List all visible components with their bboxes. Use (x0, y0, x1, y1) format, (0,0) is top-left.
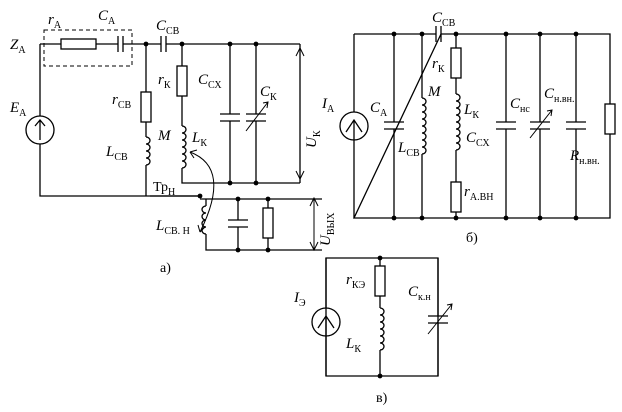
diagram-v: rКЭ IЭ Cк.н LК в) (293, 255, 453, 406)
label-ZA: ZА (10, 37, 26, 56)
label-rK: rК (158, 72, 171, 91)
label-Uvyx: UВЫХ (318, 212, 337, 246)
label-LSV: LСВ (105, 144, 128, 163)
a-lsvn-wire (205, 199, 322, 251)
label-LK: LК (191, 130, 207, 149)
label-b-Cnvn: Cн.вн. (544, 86, 574, 105)
label-M: M (157, 128, 172, 144)
b-source-arrow (345, 118, 363, 140)
v-source-arrow (317, 314, 335, 336)
a-output-capacitor (228, 219, 248, 228)
label-CSV: CСВ (156, 18, 180, 37)
a-inductor-LSV (145, 136, 151, 166)
b-capacitor-Cnvn (530, 34, 550, 218)
diagram-b: CСВ rК IА CА M LК Cнс Cн.вн. LСВ CСХ Rн.… (321, 10, 616, 246)
label-v-rKE: rКЭ (346, 272, 366, 291)
a-inductor-LK (181, 125, 187, 169)
label-CSX: CСХ (198, 72, 222, 91)
a-mutual-arrow (189, 151, 215, 233)
svg-text:UВЫХ: UВЫХ (318, 212, 337, 246)
caption-v: в) (376, 391, 388, 406)
label-b-CSV: CСВ (432, 10, 456, 29)
label-v-LK: LК (345, 336, 361, 355)
a-capacitor-CA (117, 36, 124, 52)
label-b-LSV: LСВ (397, 140, 420, 159)
b-resistor-rK (450, 47, 462, 79)
label-b-rK: rК (432, 56, 445, 75)
b-resistor-Rnvn (604, 103, 616, 135)
a-capacitor-CK (246, 113, 266, 122)
v-capacitor-Ckn (428, 258, 448, 376)
a-antenna-dashed-box (43, 29, 133, 67)
a-left-loop-wire (39, 44, 200, 197)
label-EA: EА (9, 100, 27, 119)
a-capacitor-CSV (160, 36, 167, 52)
label-b-Rnvn: Rн.вн. (569, 148, 600, 167)
a-resistor-rK (176, 65, 188, 97)
a-capacitor-CSX (220, 113, 240, 122)
label-b-CSX: CСХ (466, 130, 490, 149)
caption-a: а) (160, 261, 171, 276)
label-b-CA: CА (370, 100, 388, 119)
label-LSVN: LСВ. Н (155, 218, 190, 237)
v-resistor-rKE (374, 265, 386, 297)
b-frame (352, 33, 611, 219)
a-resistor-rA (60, 38, 97, 50)
b-capacitor-CSV (435, 26, 442, 42)
a-branch-k-wire (181, 44, 300, 184)
label-v-Ckn: Cк.н (408, 284, 431, 303)
label-b-Cns: Cнс (510, 96, 530, 115)
a-source-EA (25, 115, 55, 145)
label-b-rAVN: rА.ВН (464, 184, 493, 203)
label-b-LK: LК (463, 102, 479, 121)
label-b-M: M (427, 84, 442, 100)
b-inductor-LK (455, 93, 461, 151)
label-CA: CА (98, 8, 116, 27)
b-capacitor-CSX-right (566, 34, 586, 218)
a-voltage-Uvyx-arrow (309, 196, 319, 252)
label-v-IE: IЭ (293, 290, 306, 309)
a-output-resistor (262, 207, 274, 239)
label-UK: UК (304, 130, 323, 148)
b-capacitor-CA (384, 34, 404, 218)
b-capacitor-Cns (496, 34, 516, 218)
a-source-arrow (34, 118, 46, 140)
diagram-a: ZА rА CА CСВ EА rСВ rК CСХ CК LСВ M LК Т… (9, 8, 337, 276)
label-TrN: ТрН (153, 180, 175, 198)
label-CK: CК (260, 84, 277, 103)
a-voltage-UK-arrow (295, 46, 305, 181)
label-b-IA: IА (321, 96, 335, 115)
label-rA: rА (48, 12, 62, 31)
caption-b: б) (466, 231, 478, 246)
b-resistor-rAVN (450, 181, 462, 213)
a-capacitor-CK-arrow (245, 101, 269, 132)
a-resistor-rSV (140, 91, 152, 123)
v-inductor-LK (379, 307, 385, 351)
b-inductor-LSV (421, 97, 427, 155)
label-rSV: rСВ (112, 92, 132, 111)
svg-text:UК: UК (304, 130, 323, 148)
